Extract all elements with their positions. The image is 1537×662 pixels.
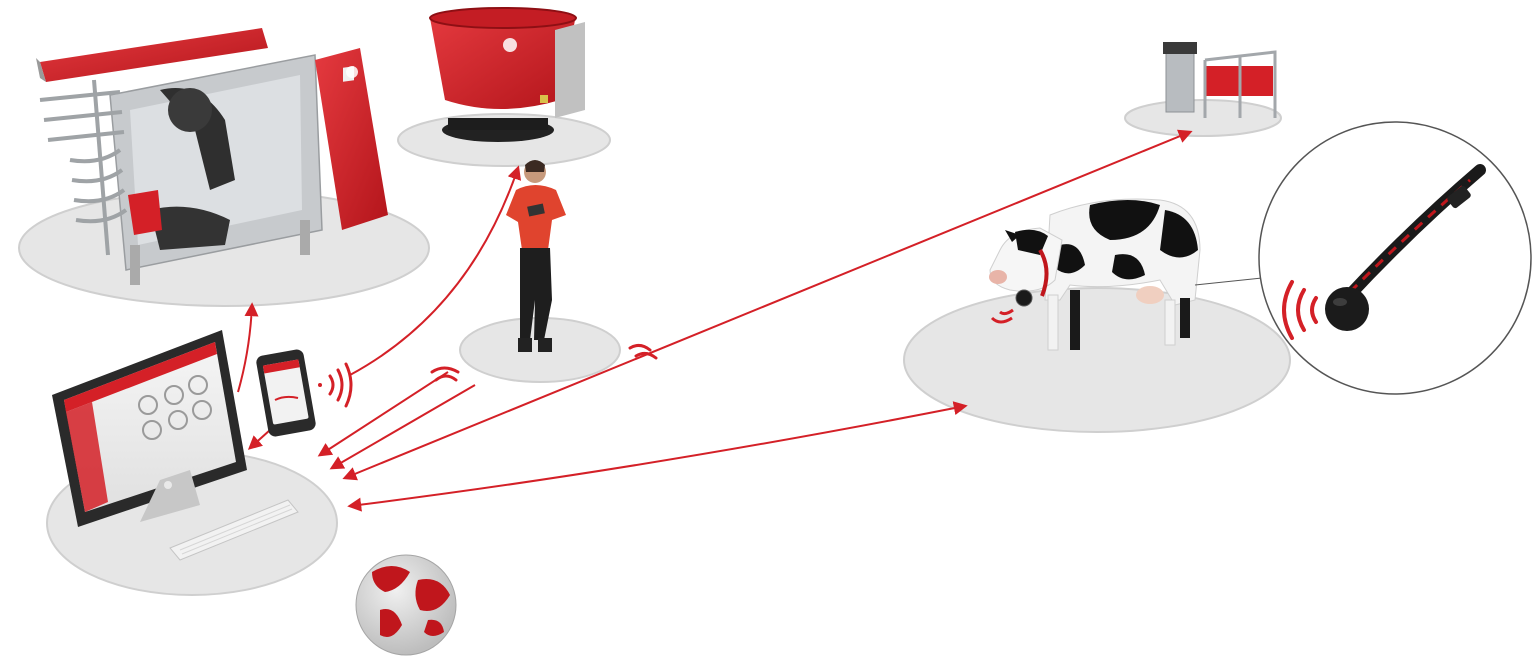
phone-signal-icon: [318, 364, 351, 406]
globe-icon: [356, 555, 456, 655]
calf-feeder-platform: [1125, 100, 1281, 136]
smartphone: [255, 348, 351, 437]
arrow-farmer-to-computer-2: [332, 385, 475, 468]
arrow-phone-to-computer: [250, 430, 270, 448]
arrow-computer-to-robot: [238, 305, 252, 392]
arrow-farmer-to-computer: [320, 372, 448, 455]
collar-sensor: [1259, 122, 1531, 394]
cow-platform: [904, 288, 1290, 432]
arrow-cow-computer: [350, 406, 965, 506]
